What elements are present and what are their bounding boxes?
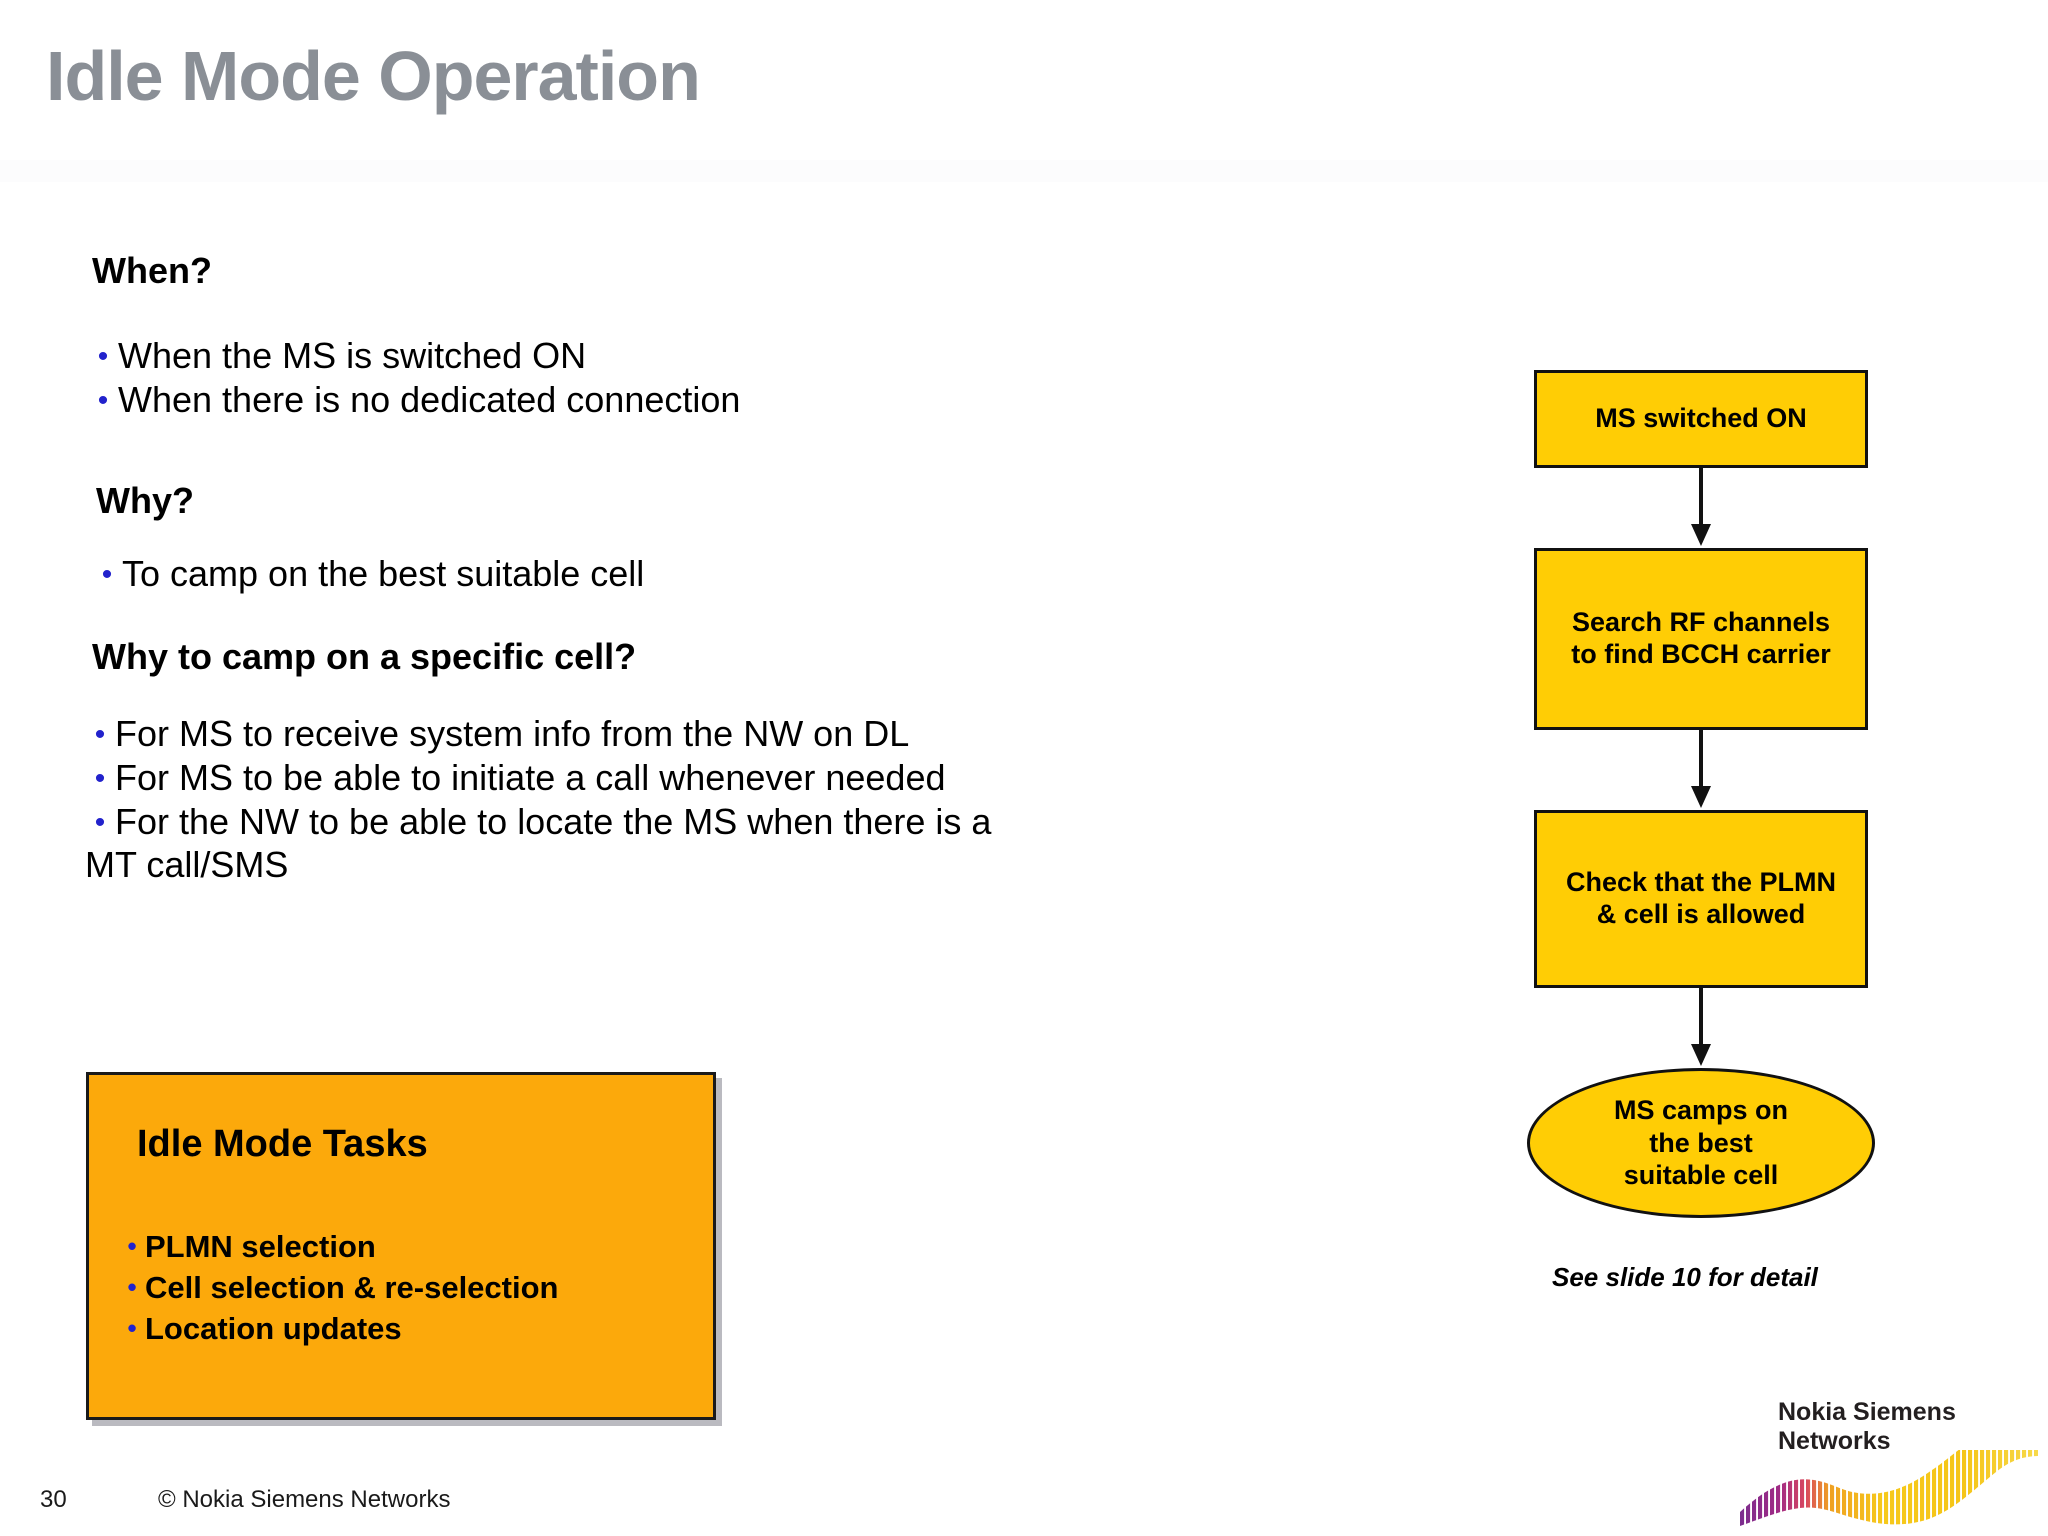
flow-node-search-rf-channels: Search RF channels to find BCCH carrier: [1534, 548, 1868, 730]
bullet-list-why: • To camp on the best suitable cell: [92, 552, 1180, 596]
list-item-label: Location updates: [145, 1310, 402, 1346]
list-item: • For MS to receive system info from the…: [85, 712, 1180, 756]
flow-arrow-1: [1534, 468, 1868, 548]
nokia-siemens-networks-logo: Nokia Siemens Networks: [1740, 1398, 2038, 1526]
bullet-dot-icon: •: [94, 717, 106, 751]
flow-arrow-2: [1534, 730, 1868, 810]
idle-mode-tasks-box: Idle Mode Tasks • PLMN selection • Cell …: [86, 1072, 716, 1420]
list-item-label: When the MS is switched ON: [118, 335, 587, 376]
list-item: • For the NW to be able to locate the MS…: [85, 800, 1180, 844]
bullet-dot-icon: •: [127, 1231, 137, 1261]
list-item-label: When there is no dedicated connection: [118, 378, 741, 420]
list-item: • For MS to be able to initiate a call w…: [85, 756, 1180, 800]
flowchart-note: See slide 10 for detail: [1552, 1262, 1818, 1292]
bullet-dot-icon: •: [94, 761, 106, 795]
bullet-dot-icon: •: [94, 805, 106, 839]
bullet-list-when: • When the MS is switched ON • When ther…: [88, 334, 1180, 422]
logo-wordmark: Nokia Siemens Networks: [1778, 1398, 1956, 1455]
list-item-label: PLMN selection: [145, 1229, 376, 1264]
list-item: • PLMN selection: [119, 1227, 558, 1268]
section-heading: Why to camp on a specific cell?: [92, 635, 637, 677]
list-item: • When there is no dedicated connection: [88, 378, 1180, 422]
list-item-label: For MS to receive system info from the N…: [115, 712, 910, 754]
section-why-specific-cell: Why to camp on a specific cell?: [92, 636, 1180, 678]
list-item: • Location updates: [119, 1309, 558, 1350]
flow-node-ms-switched-on: MS switched ON: [1534, 370, 1868, 468]
list-item-label: For MS to be able to initiate a call whe…: [115, 756, 946, 798]
content-column: When? • When the MS is switched ON • Whe…: [0, 250, 1180, 887]
tasks-box-title: Idle Mode Tasks: [137, 1123, 428, 1165]
page-number: 30: [40, 1486, 67, 1513]
section-heading: When?: [92, 250, 212, 291]
bullet-dot-icon: •: [101, 557, 113, 591]
bullet-dot-icon: •: [97, 383, 109, 417]
flow-node-ms-camps-on-best-cell: MS camps on the best suitable cell: [1527, 1068, 1875, 1218]
list-item: • When the MS is switched ON: [88, 334, 1180, 378]
flow-arrow-3: [1534, 988, 1868, 1068]
section-why: Why?: [96, 480, 1180, 522]
logo-wave-icon: [1740, 1450, 2038, 1526]
title-underline-band: [0, 160, 2048, 182]
list-item: • Cell selection & re-selection: [119, 1268, 558, 1309]
bullet-dot-icon: •: [127, 1312, 137, 1343]
list-item-label: To camp on the best suitable cell: [122, 552, 645, 594]
section-when: When?: [92, 250, 1180, 292]
idle-mode-flowchart: MS switched ON Search RF channels to fin…: [1520, 370, 1940, 1293]
list-item-continuation: MT call/SMS: [85, 844, 289, 886]
bullet-list-why-specific: • For MS to receive system info from the…: [85, 712, 1180, 844]
bullet-dot-icon: •: [127, 1271, 137, 1302]
list-item-label: Cell selection & re-selection: [145, 1269, 559, 1305]
tasks-list: • PLMN selection • Cell selection & re-s…: [119, 1227, 558, 1350]
bullet-dot-icon: •: [97, 340, 109, 373]
section-heading: Why?: [96, 479, 194, 521]
list-item: • To camp on the best suitable cell: [92, 552, 1180, 596]
page-title: Idle Mode Operation: [46, 37, 701, 115]
flow-node-check-plmn-cell-allowed: Check that the PLMN & cell is allowed: [1534, 810, 1868, 988]
list-item-label: For the NW to be able to locate the MS w…: [115, 800, 992, 842]
copyright-text: © Nokia Siemens Networks: [158, 1486, 451, 1513]
